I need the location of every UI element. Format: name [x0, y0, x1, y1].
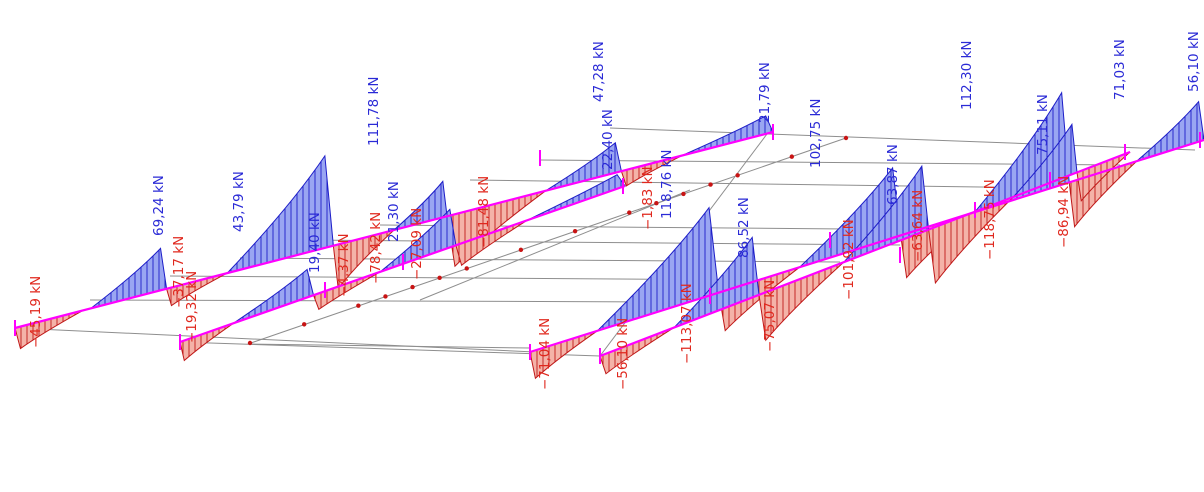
negative-force-label: −4,37 kN [336, 233, 352, 297]
grid-line [247, 343, 531, 349]
grid-line [247, 137, 847, 345]
node-marker [383, 294, 388, 299]
positive-force-label: 47,28 kN [591, 41, 607, 102]
node-marker [410, 284, 415, 290]
positive-shear-lobe [673, 236, 760, 328]
negative-force-label: −19,32 kN [184, 271, 200, 343]
node-marker [572, 228, 578, 234]
positive-force-label: 118,76 kN [659, 150, 675, 219]
negative-force-label: −56,10 kN [615, 318, 631, 390]
positive-force-label: 22,40 kN [600, 109, 616, 170]
positive-shear-lobe [843, 164, 930, 263]
positive-force-label: 56,10 kN [1186, 31, 1202, 92]
negative-shear-lobe [758, 261, 845, 342]
beam-members [14, 124, 1204, 364]
force-labels: 69,24 kN 43,79 kN 19,40 kN 111,78 kN 21,… [28, 31, 1202, 390]
positive-shear-lobe [526, 174, 626, 221]
negative-force-label: −118,75 kN [982, 179, 998, 260]
grid-line [89, 299, 681, 303]
node-marker [518, 247, 524, 253]
node-marker [708, 182, 713, 187]
positive-force-label: 21,30 kN [386, 181, 402, 242]
node-marker [654, 201, 659, 206]
node-marker [247, 340, 253, 346]
positive-shear-lobe [1013, 122, 1078, 198]
negative-force-label: −27,09 kN [409, 208, 425, 280]
node-markers [247, 135, 849, 346]
node-marker [301, 322, 307, 327]
node-marker [464, 266, 469, 271]
positive-force-label: 102,75 kN [808, 99, 824, 168]
beam-member [14, 130, 774, 330]
positive-force-label: 112,30 kN [959, 41, 975, 110]
positive-shear-lobe [1136, 100, 1204, 162]
node-marker [681, 191, 686, 197]
shear-diagram-fills [14, 91, 1204, 380]
positive-force-label: 63,87 kN [885, 144, 901, 205]
node-marker [789, 154, 795, 159]
positive-shear-lobe [379, 208, 457, 273]
negative-force-label: −37,17 kN [171, 236, 187, 308]
positive-force-label: 19,40 kN [307, 212, 323, 273]
beam-member [529, 138, 1204, 354]
positive-shear-lobe [233, 268, 315, 324]
grid-line [299, 239, 901, 246]
positive-force-label: 86,52 kN [736, 197, 752, 258]
positive-shear-lobe [681, 115, 774, 157]
positive-shear-lobe [393, 180, 448, 231]
negative-force-label: −45,19 kN [28, 276, 44, 348]
negative-force-label: −113,07 kN [679, 283, 695, 364]
positive-force-label: 69,24 kN [151, 175, 167, 236]
node-marker [627, 210, 632, 215]
node-marker [843, 135, 849, 141]
positive-force-label: 75,11 kN [1035, 94, 1051, 155]
node-marker [735, 173, 740, 178]
node-marker [356, 303, 361, 308]
positive-force-label: 21,79 kN [757, 62, 773, 123]
positive-force-label: 43,79 kN [231, 171, 247, 232]
positive-shear-lobe [545, 141, 622, 192]
negative-force-label: −101,92 kN [841, 219, 857, 300]
negative-force-label: −71,04 kN [537, 318, 553, 390]
negative-force-label: −75,07 kN [762, 280, 778, 352]
beam-member [599, 150, 1131, 358]
negative-force-label: −86,94 kN [1056, 176, 1072, 248]
negative-force-label: −1,83 kN [640, 166, 656, 230]
positive-shear-lobe [225, 154, 334, 275]
negative-shear-lobe [928, 196, 1014, 285]
grid-line [14, 327, 536, 353]
positive-force-label: 111,78 kN [366, 77, 382, 146]
negative-force-label: −78,42 kN [368, 212, 384, 284]
node-marker [437, 275, 442, 280]
negative-shear-lobe [14, 309, 84, 350]
negative-force-label: −81,48 kN [476, 176, 492, 248]
grid-line [609, 127, 1196, 151]
positive-shear-lobe [597, 206, 720, 332]
negative-force-label: −63,64 kN [910, 190, 926, 262]
positive-force-label: 71,03 kN [1112, 39, 1128, 100]
grid-line [419, 189, 691, 301]
